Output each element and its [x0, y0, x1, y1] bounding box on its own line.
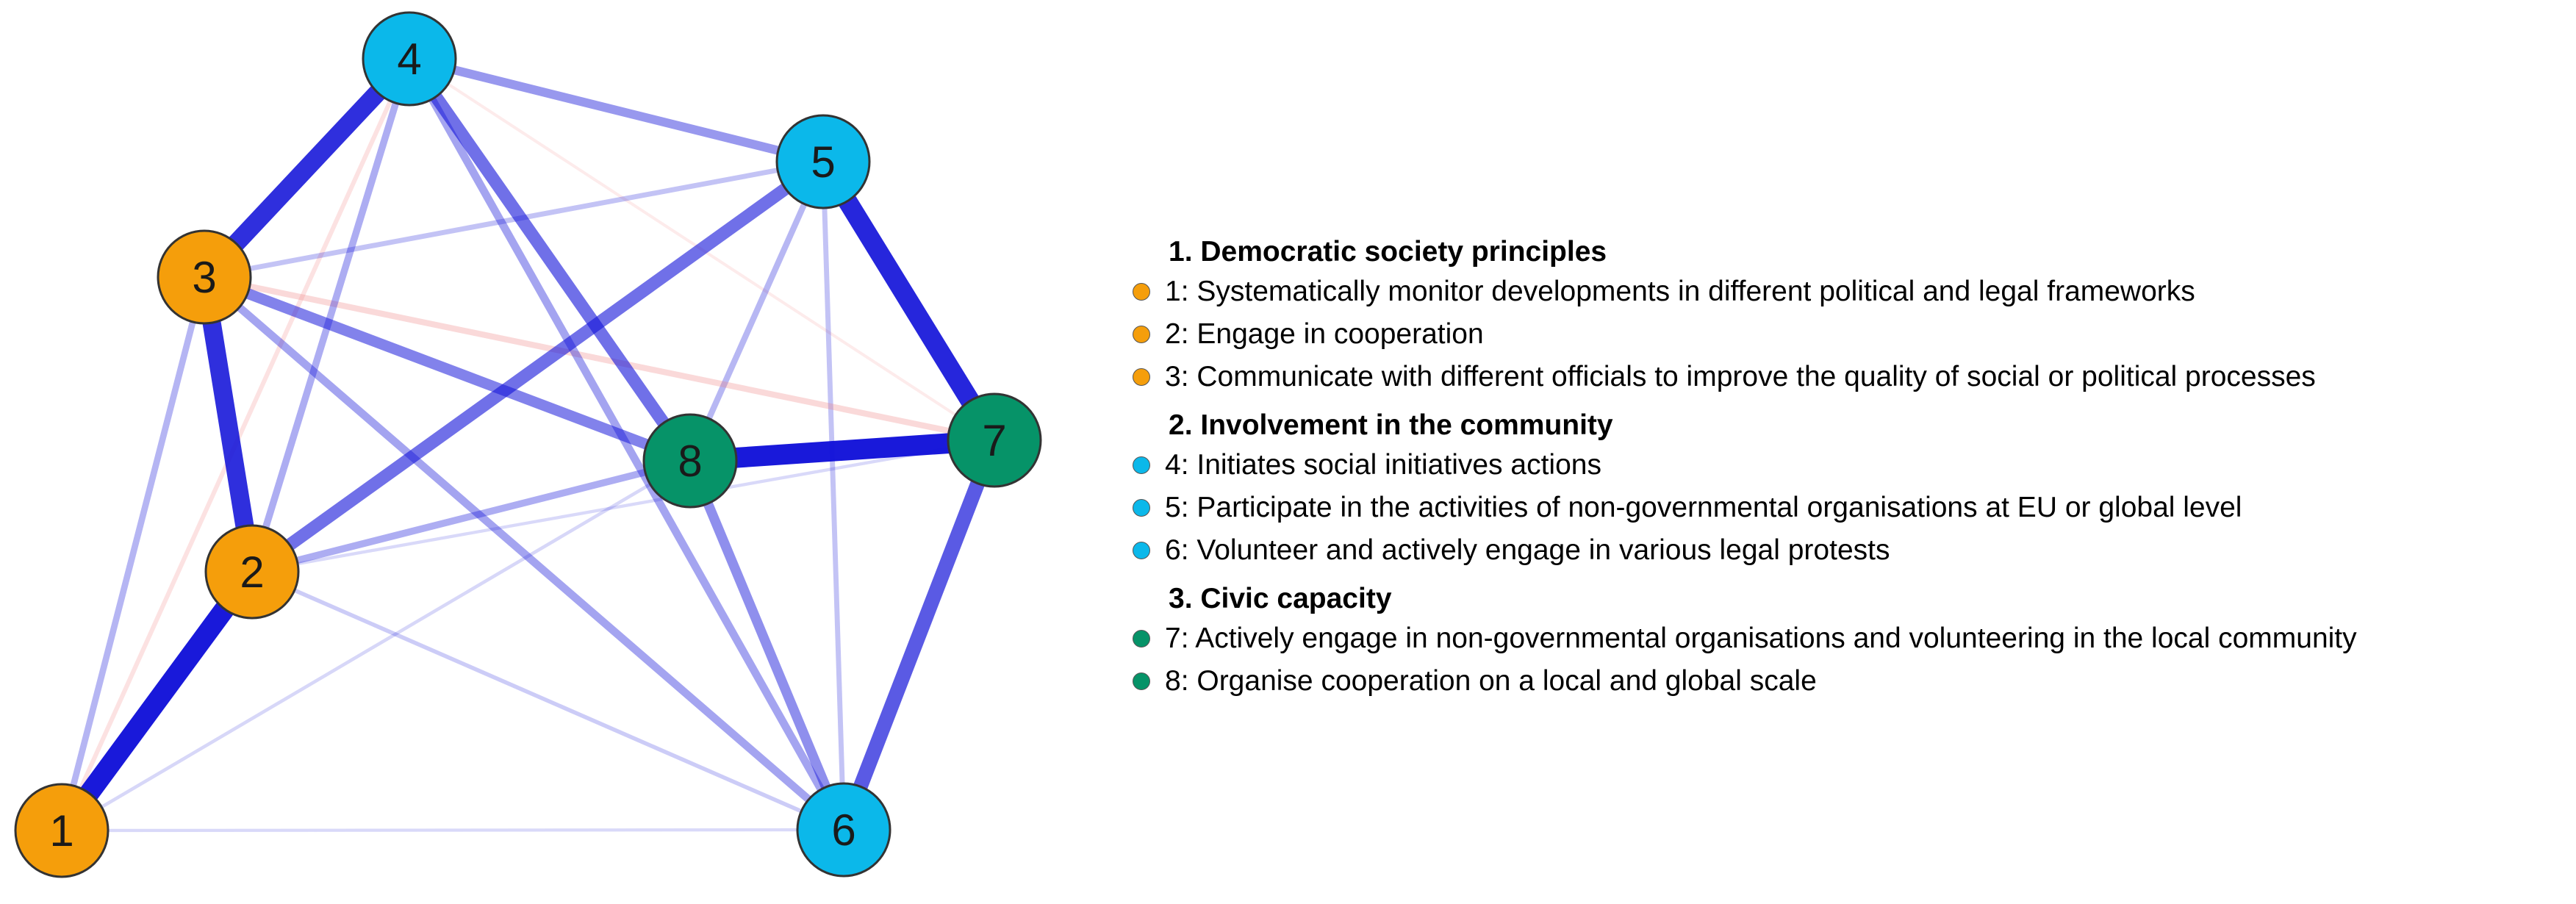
node-4: 4 [362, 11, 457, 107]
edge-1-6 [61, 828, 844, 833]
legend-dot-icon [1133, 456, 1150, 474]
node-5: 5 [775, 114, 871, 209]
legend-item-8: 8: Organise cooperation on a local and g… [1128, 660, 2569, 703]
legend-group-involvement-in-the-community: 2. Involvement in the community 4: Initi… [1128, 407, 2569, 572]
node-8: 8 [642, 413, 738, 509]
node-circle [947, 392, 1042, 488]
legend-item-label: 5: Participate in the activities of non-… [1165, 492, 2242, 523]
edge-5-6 [820, 161, 847, 831]
edge-3-7 [204, 273, 995, 444]
legend-heading: 3. Civic capacity [1169, 583, 1392, 614]
edge-2-8 [251, 457, 692, 575]
edge-2-5 [248, 156, 828, 578]
node-1: 1 [14, 783, 110, 878]
node-label: 3 [192, 253, 216, 302]
legend-item-label: 3: Communicate with different officials … [1165, 361, 2316, 392]
edge-layer [53, 52, 1003, 837]
legend-item-3: 3: Communicate with different officials … [1128, 356, 2569, 398]
edge-3-5 [204, 159, 824, 280]
legend-item-label: 1: Systematically monitor developments i… [1165, 276, 2195, 307]
legend-group-democratic-society-principles: 1. Democratic society principles 1: Syst… [1128, 234, 2569, 398]
legend-item-label: 8: Organise cooperation on a local and g… [1165, 665, 1817, 697]
legend-item-6: 6: Volunteer and actively engage in vari… [1128, 529, 2569, 572]
node-7: 7 [947, 392, 1042, 488]
edge-2-3 [195, 275, 262, 574]
legend-group-civic-capacity: 3. Civic capacity 7: Actively engage in … [1128, 581, 2569, 703]
node-label: 6 [831, 806, 855, 855]
edge-2-4 [248, 57, 413, 573]
node-label: 7 [982, 416, 1006, 465]
edge-2-7 [251, 438, 995, 574]
legend-item-label: 4: Initiates social initiatives actions [1165, 449, 1601, 481]
node-layer: 1 2 3 4 5 6 7 8 [14, 11, 1042, 878]
edge-5-8 [687, 160, 826, 462]
node-label: 4 [397, 35, 421, 84]
legend-item-1: 1: Systematically monitor developments i… [1128, 270, 2569, 313]
edge-5-7 [814, 157, 1003, 445]
node-circle [157, 229, 252, 325]
legend-item-4: 4: Initiates social initiatives actions [1128, 444, 2569, 487]
edge-4-5 [408, 54, 825, 166]
legend-dot-icon [1133, 672, 1150, 690]
legend-item-2: 2: Engage in cooperation [1128, 313, 2569, 356]
legend-dot-icon [1133, 542, 1150, 559]
edge-6-7 [836, 437, 1002, 833]
node-3: 3 [157, 229, 252, 325]
legend-item-label: 7: Actively engage in non-governmental o… [1165, 623, 2357, 654]
legend-dot-icon [1133, 499, 1150, 517]
legend-item-label: 2: Engage in cooperation [1165, 318, 1484, 350]
node-label: 5 [811, 137, 835, 187]
node-label: 8 [678, 437, 702, 486]
edge-3-4 [197, 52, 417, 284]
edge-7-8 [689, 430, 995, 471]
legend-dot-icon [1133, 368, 1150, 386]
node-label: 2 [240, 548, 264, 597]
edge-3-6 [201, 273, 847, 833]
legend-item-7: 7: Actively engage in non-governmental o… [1128, 617, 2569, 660]
legend-heading: 1. Democratic society principles [1169, 236, 1607, 268]
edge-4-6 [406, 57, 847, 832]
legend-item-label: 6: Volunteer and actively engage in vari… [1165, 534, 1890, 566]
edge-1-3 [58, 276, 208, 832]
node-circle [14, 783, 110, 878]
network-graph: 1 2 3 4 5 6 7 8 [14, 11, 1042, 878]
edge-3-8 [202, 272, 692, 466]
node-2: 2 [204, 524, 300, 620]
legend-dot-icon [1133, 630, 1150, 647]
edge-1-8 [60, 459, 692, 832]
node-circle [362, 11, 457, 107]
edge-6-8 [685, 459, 849, 832]
node-6: 6 [796, 782, 891, 878]
legend-dot-icon [1133, 283, 1150, 301]
edge-1-2 [53, 565, 261, 837]
legend-dot-icon [1133, 326, 1150, 343]
node-label: 1 [49, 806, 73, 855]
node-circle [775, 114, 871, 209]
node-circle [204, 524, 300, 620]
legend-heading: 2. Involvement in the community [1169, 409, 1613, 441]
edge-2-6 [251, 570, 845, 832]
node-circle [642, 413, 738, 509]
node-circle [796, 782, 891, 878]
edge-4-8 [403, 55, 696, 464]
legend: 1. Democratic society principles 1: Syst… [1128, 234, 2569, 711]
legend-item-5: 5: Participate in the activities of non-… [1128, 487, 2569, 529]
